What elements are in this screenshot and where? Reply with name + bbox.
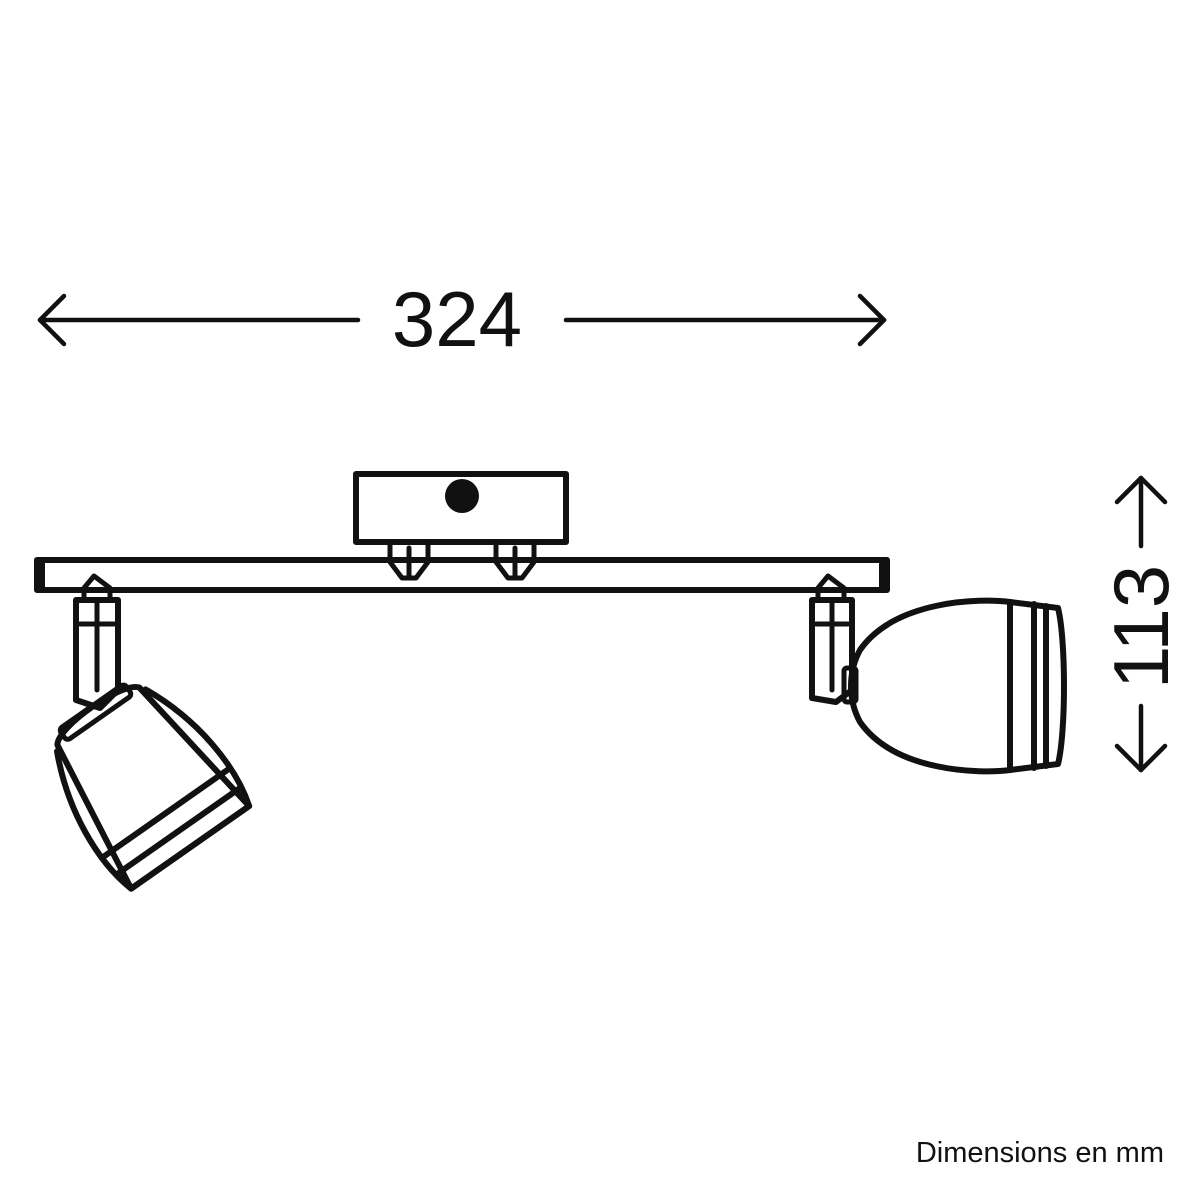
bar-outline xyxy=(34,557,890,593)
width-arrowhead-right xyxy=(857,293,887,347)
right-spot-head xyxy=(841,597,1067,775)
bar-end-left xyxy=(37,560,45,590)
right-spot-shell xyxy=(848,597,1013,775)
left-spot-rim xyxy=(128,803,253,892)
mounting-bar xyxy=(34,557,890,593)
bar-end-right xyxy=(879,560,887,590)
width-dimension: 324 xyxy=(37,275,887,363)
canopy-box xyxy=(353,471,569,545)
width-arrowhead-left xyxy=(37,293,67,347)
height-dimension: 113 xyxy=(1097,475,1185,773)
left-spot-band-top xyxy=(100,766,232,860)
left-spot-cap xyxy=(57,682,134,742)
right-spot-cap xyxy=(841,665,859,705)
left-spot-head xyxy=(54,682,253,892)
left-spot-shell-curve xyxy=(54,686,253,892)
width-label: 324 xyxy=(392,275,522,363)
height-arrowhead-bottom xyxy=(1114,743,1168,773)
left-spot-band-bottom xyxy=(115,785,243,877)
left-spot-arm xyxy=(73,573,121,711)
right-spot-rim xyxy=(1007,599,1067,773)
units-caption: Dimensions en mm xyxy=(915,1137,1164,1169)
height-arrowhead-top xyxy=(1114,475,1168,505)
height-label: 113 xyxy=(1097,565,1185,689)
canopy-screw xyxy=(445,479,479,513)
